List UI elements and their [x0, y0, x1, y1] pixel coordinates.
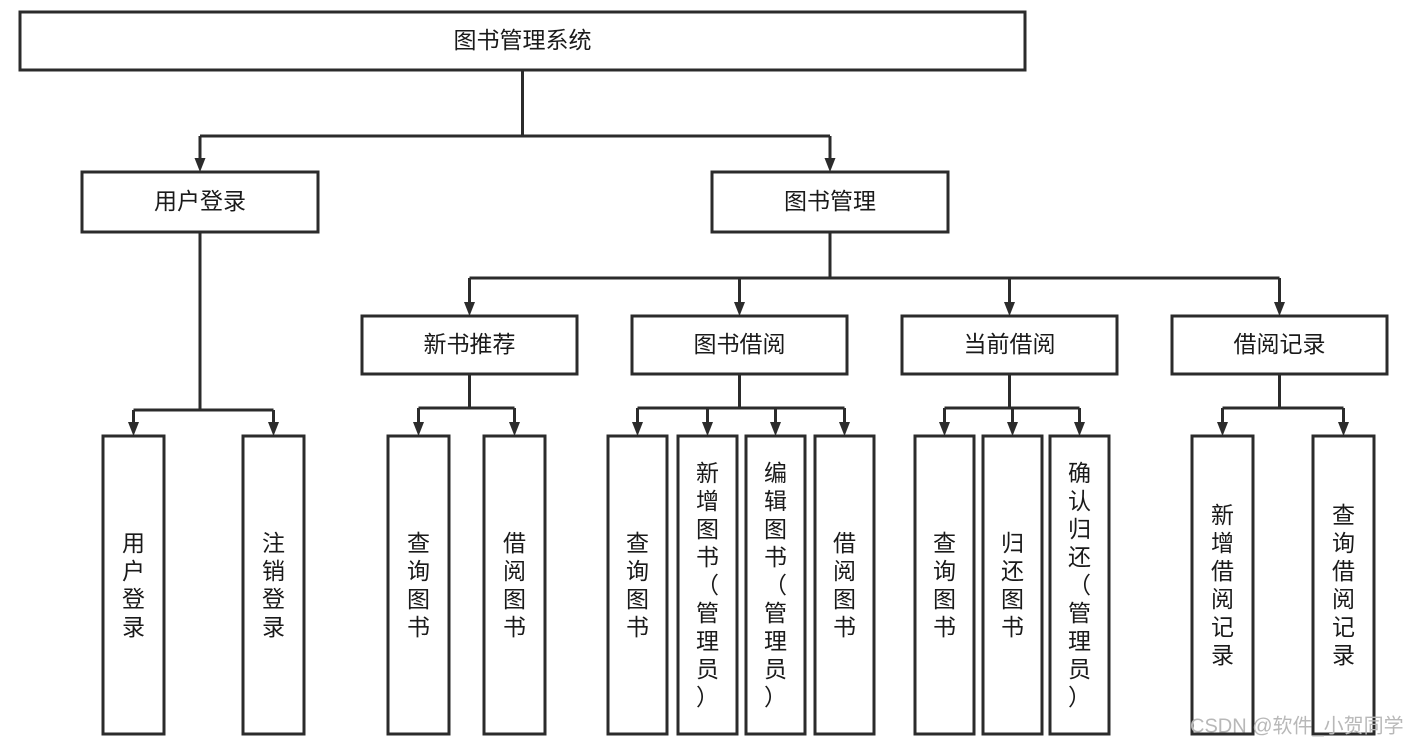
arrow-head — [1338, 422, 1349, 436]
node-label-book-borrow: 图书借阅 — [694, 331, 786, 357]
node-root[interactable]: 图书管理系统 — [18, 10, 1027, 72]
node-label-leaf-user-login: 用户登录 — [122, 530, 145, 640]
arrow-head — [1004, 302, 1015, 316]
node-label-leaf-user-logout: 注销登录 — [262, 530, 285, 640]
node-box-leaf-query-book-1 — [386, 434, 451, 736]
node-leaf-return-book[interactable]: 归还图书 — [981, 434, 1044, 736]
edge-group-book-borrow — [632, 374, 850, 436]
arrow-head — [1274, 302, 1285, 316]
node-leaf-user-login[interactable]: 用户登录 — [101, 434, 166, 736]
node-label-leaf-return-book: 归还图书 — [1001, 530, 1024, 640]
edge-group-borrow-record — [1217, 374, 1349, 436]
node-leaf-add-record[interactable]: 新增借阅记录 — [1190, 434, 1255, 736]
arrow-head — [824, 158, 836, 172]
node-box-root — [18, 10, 1027, 72]
node-label-book-manage: 图书管理 — [784, 188, 876, 214]
arrow-head — [128, 422, 139, 436]
node-label-leaf-borrow-book-1: 借阅图书 — [503, 530, 526, 640]
arrow-head — [632, 422, 643, 436]
node-book-manage[interactable]: 图书管理 — [710, 170, 950, 234]
node-box-user-login — [80, 170, 320, 234]
arrow-head — [702, 422, 713, 436]
node-box-borrow-record — [1170, 314, 1389, 376]
edge-group-book-manage — [464, 232, 1285, 316]
node-label-leaf-query-record: 查询借阅记录 — [1332, 502, 1355, 668]
node-label-leaf-borrow-book-2: 借阅图书 — [833, 530, 856, 640]
arrow-head — [734, 302, 745, 316]
edge-group-user-login — [128, 232, 279, 436]
node-leaf-confirm-return[interactable]: 确认归还（管理员） — [1048, 434, 1111, 736]
node-box-leaf-query-book-2 — [606, 434, 669, 736]
arrow-head — [839, 422, 850, 436]
arrow-head — [194, 158, 206, 172]
arrow-head — [509, 422, 520, 436]
node-box-leaf-return-book — [981, 434, 1044, 736]
node-borrow-record[interactable]: 借阅记录 — [1170, 314, 1389, 376]
arrow-head — [770, 422, 781, 436]
node-leaf-user-logout[interactable]: 注销登录 — [241, 434, 306, 736]
node-box-leaf-user-logout — [241, 434, 306, 736]
node-leaf-query-book-2[interactable]: 查询图书 — [606, 434, 669, 736]
node-box-leaf-borrow-book-1 — [482, 434, 547, 736]
node-label-user-login: 用户登录 — [154, 188, 246, 214]
arrow-head — [939, 422, 950, 436]
node-label-current-borrow: 当前借阅 — [964, 331, 1056, 357]
edge-group-root — [194, 70, 836, 172]
node-box-leaf-user-login — [101, 434, 166, 736]
node-label-root: 图书管理系统 — [454, 27, 592, 53]
arrow-head — [1217, 422, 1228, 436]
node-new-book-rec[interactable]: 新书推荐 — [360, 314, 579, 376]
arrow-head — [268, 422, 279, 436]
node-book-borrow[interactable]: 图书借阅 — [630, 314, 849, 376]
node-label-leaf-edit-book: 编辑图书（管理员） — [764, 460, 787, 710]
node-label-leaf-query-book-3: 查询图书 — [933, 530, 956, 640]
node-current-borrow[interactable]: 当前借阅 — [900, 314, 1119, 376]
arrow-head — [464, 302, 475, 316]
node-box-new-book-rec — [360, 314, 579, 376]
node-label-leaf-query-book-2: 查询图书 — [626, 530, 649, 640]
node-box-leaf-confirm-return — [1048, 434, 1111, 736]
node-user-login[interactable]: 用户登录 — [80, 170, 320, 234]
arrow-head — [413, 422, 424, 436]
node-box-leaf-borrow-book-2 — [813, 434, 876, 736]
node-box-book-borrow — [630, 314, 849, 376]
node-leaf-edit-book[interactable]: 编辑图书（管理员） — [744, 434, 807, 736]
node-leaf-borrow-book-1[interactable]: 借阅图书 — [482, 434, 547, 736]
node-label-leaf-add-book: 新增图书（管理员） — [696, 460, 719, 710]
node-label-leaf-confirm-return: 确认归还（管理员） — [1068, 460, 1091, 710]
csdn-watermark: CSDN @软件_小贺同学 — [1190, 714, 1404, 737]
edge-group-current-borrow — [939, 374, 1085, 436]
node-label-leaf-query-book-1: 查询图书 — [407, 530, 430, 640]
node-leaf-query-book-3[interactable]: 查询图书 — [913, 434, 976, 736]
node-box-leaf-query-record — [1311, 434, 1376, 736]
node-box-leaf-add-record — [1190, 434, 1255, 736]
edge-group-new-book-rec — [413, 374, 520, 436]
arrow-head — [1007, 422, 1018, 436]
node-box-book-manage — [710, 170, 950, 234]
node-leaf-query-record[interactable]: 查询借阅记录 — [1311, 434, 1376, 736]
node-leaf-borrow-book-2[interactable]: 借阅图书 — [813, 434, 876, 736]
node-label-new-book-rec: 新书推荐 — [424, 331, 516, 357]
node-leaf-query-book-1[interactable]: 查询图书 — [386, 434, 451, 736]
node-box-leaf-edit-book — [744, 434, 807, 736]
edges-layer — [128, 70, 1349, 436]
node-box-leaf-query-book-3 — [913, 434, 976, 736]
node-label-borrow-record: 借阅记录 — [1234, 331, 1326, 357]
node-box-current-borrow — [900, 314, 1119, 376]
node-leaf-add-book[interactable]: 新增图书（管理员） — [676, 434, 739, 736]
arrow-head — [1074, 422, 1085, 436]
node-box-leaf-add-book — [676, 434, 739, 736]
nodes-layer: 图书管理系统用户登录图书管理新书推荐图书借阅当前借阅借阅记录用户登录注销登录查询… — [18, 10, 1389, 736]
node-label-leaf-add-record: 新增借阅记录 — [1211, 502, 1234, 668]
